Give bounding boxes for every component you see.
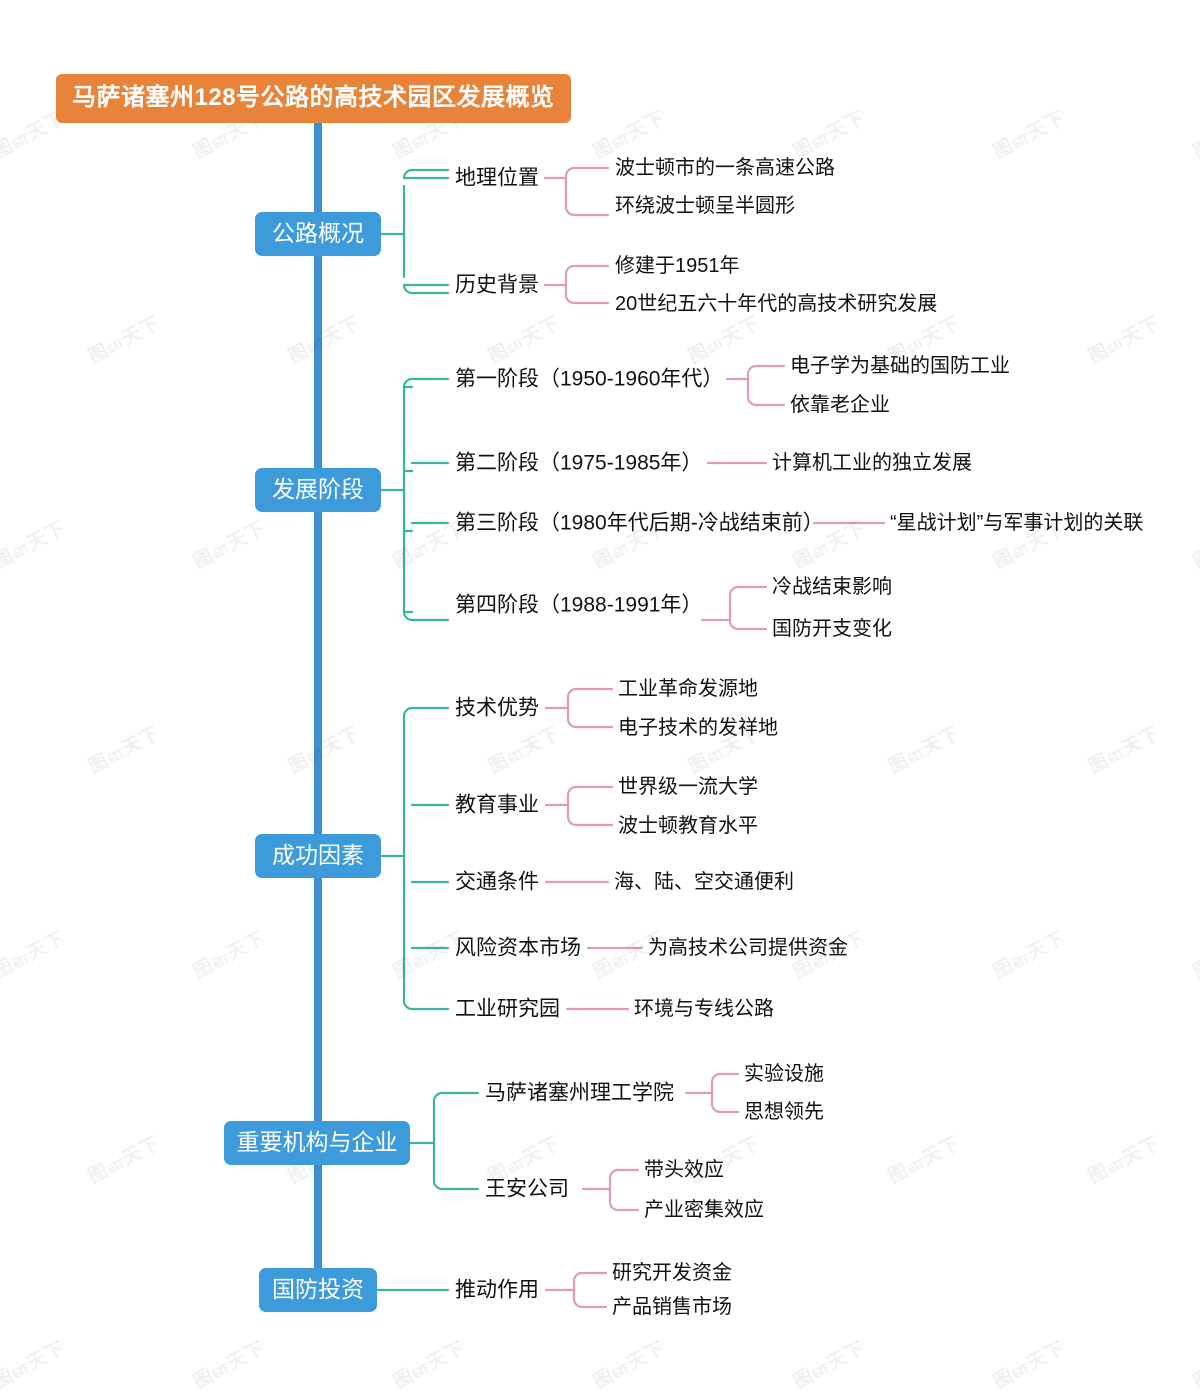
leaf-2-1-1[interactable]: 电子学为基础的国防工业 [790, 355, 1010, 377]
subnode-2-1[interactable]: 第一阶段（1950-1960年代） [455, 367, 724, 391]
subnode-4-2[interactable]: 王安公司 [485, 1177, 569, 1201]
leaf-3-3-1[interactable]: 海、陆、空交通便利 [614, 871, 794, 893]
leaf-3-2-1[interactable]: 世界级一流大学 [618, 776, 758, 798]
branch-node-1[interactable]: 公路概况 [255, 212, 381, 256]
leaf-3-1-2[interactable]: 电子技术的发祥地 [618, 717, 778, 739]
leaf-3-2-2[interactable]: 波士顿教育水平 [618, 815, 758, 837]
subnode-3-4[interactable]: 风险资本市场 [455, 936, 581, 960]
branch-node-5[interactable]: 国防投资 [259, 1268, 377, 1312]
leaf-3-1-1[interactable]: 工业革命发源地 [618, 678, 758, 700]
subnode-2-4[interactable]: 第四阶段（1988-1991年） [455, 593, 703, 617]
leaf-5-1-1[interactable]: 研究开发资金 [612, 1262, 732, 1284]
leaf-1-1-2[interactable]: 环绕波士顿呈半圆形 [615, 195, 795, 217]
root-title[interactable]: 马萨诸塞州128号公路的高技术园区发展概览 [56, 74, 571, 123]
leaf-2-4-1[interactable]: 冷战结束影响 [772, 576, 892, 598]
branch-node-4[interactable]: 重要机构与企业 [224, 1121, 410, 1165]
subnode-3-1[interactable]: 技术优势 [455, 696, 539, 720]
leaf-2-2-1[interactable]: 计算机工业的独立发展 [772, 452, 972, 474]
leaf-2-1-2[interactable]: 依靠老企业 [790, 394, 890, 416]
leaf-2-3-1[interactable]: “星战计划”与军事计划的关联 [890, 512, 1144, 534]
subnode-3-5[interactable]: 工业研究园 [455, 997, 560, 1021]
subnode-3-2[interactable]: 教育事业 [455, 793, 539, 817]
subnode-2-3[interactable]: 第三阶段（1980年代后期-冷战结束前） [455, 511, 824, 535]
branch-connectors-teal [375, 168, 480, 1292]
leaf-3-5-1[interactable]: 环境与专线公路 [634, 998, 774, 1020]
leaf-1-2-2[interactable]: 20世纪五六十年代的高技术研究发展 [615, 293, 938, 315]
branch-node-3[interactable]: 成功因素 [255, 834, 381, 878]
leaf-connectors-pink [543, 166, 886, 1309]
leaf-1-1-1[interactable]: 波士顿市的一条高速公路 [615, 157, 835, 179]
leaf-4-2-2[interactable]: 产业密集效应 [644, 1199, 764, 1221]
leaf-5-1-2[interactable]: 产品销售市场 [612, 1296, 732, 1318]
subnode-5-1[interactable]: 推动作用 [455, 1278, 539, 1302]
subnode-1-1[interactable]: 地理位置 [455, 166, 539, 190]
leaf-1-2-1[interactable]: 修建于1951年 [615, 255, 740, 277]
subnode-4-1[interactable]: 马萨诸塞州理工学院 [485, 1081, 674, 1105]
leaf-4-1-1[interactable]: 实验设施 [744, 1063, 824, 1085]
trunk-line [314, 104, 322, 1294]
leaf-3-4-1[interactable]: 为高技术公司提供资金 [648, 937, 848, 959]
branch-node-2[interactable]: 发展阶段 [255, 468, 381, 512]
subnode-3-3[interactable]: 交通条件 [455, 870, 539, 894]
leaf-2-4-2[interactable]: 国防开支变化 [772, 618, 892, 640]
leaf-4-1-2[interactable]: 思想领先 [744, 1101, 824, 1123]
subnode-2-2[interactable]: 第二阶段（1975-1985年） [455, 451, 703, 475]
leaf-4-2-1[interactable]: 带头效应 [644, 1159, 724, 1181]
subnode-1-2[interactable]: 历史背景 [455, 273, 539, 297]
